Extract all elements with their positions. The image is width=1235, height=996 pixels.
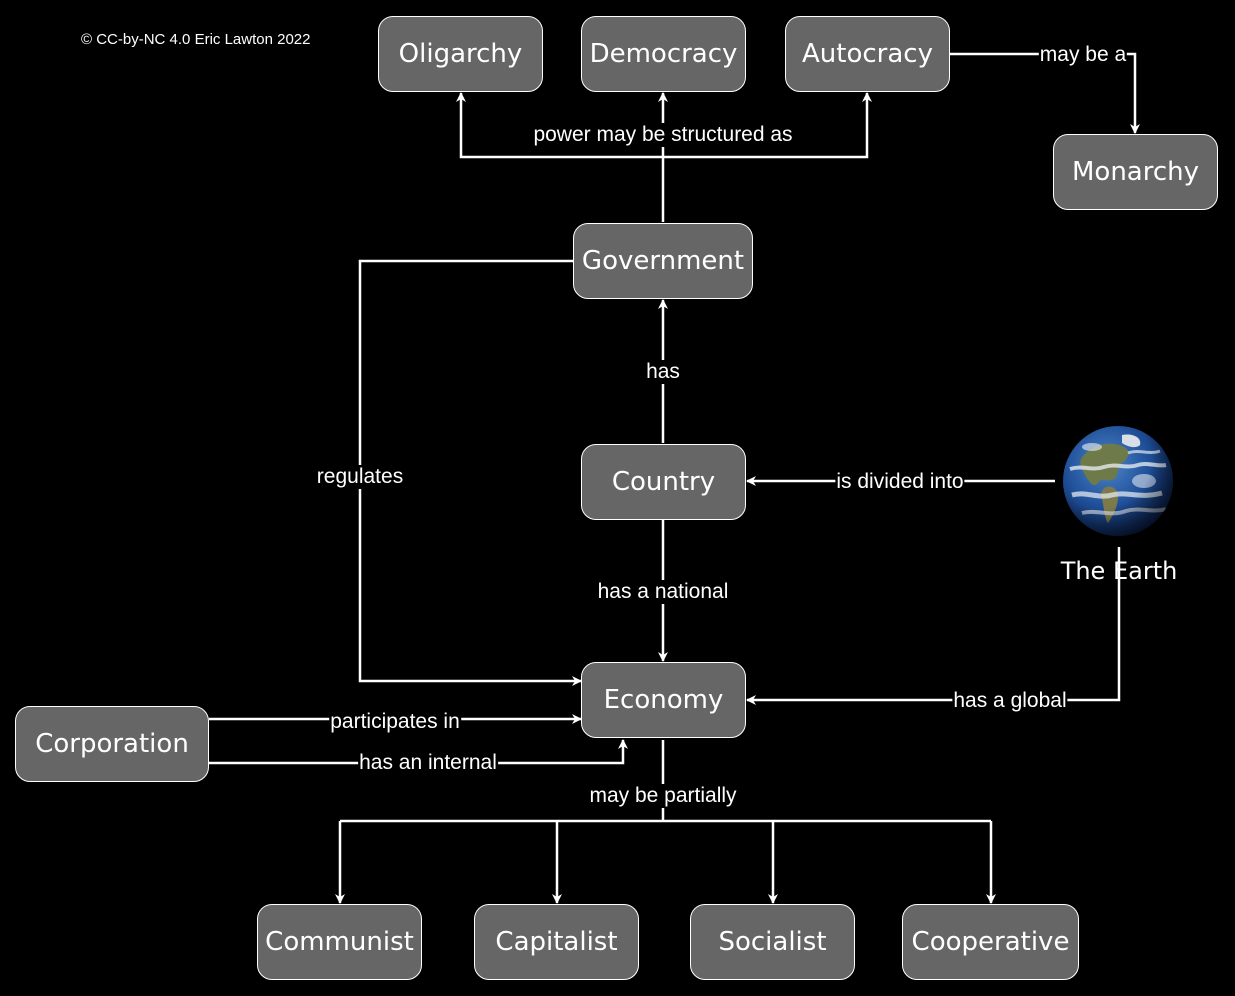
node-economy[interactable]: Economy [581, 662, 746, 738]
edge-label-may-be-partially: may be partially [588, 784, 738, 808]
edge-label-has: has [645, 360, 681, 384]
earth-label: The Earth [1060, 557, 1178, 585]
node-communist[interactable]: Communist [257, 904, 422, 980]
edge-label-may-be-a: may be a [1038, 43, 1128, 67]
node-government[interactable]: Government [573, 223, 753, 299]
node-country[interactable]: Country [581, 444, 746, 520]
edge-label-power-structured: power may be structured as [532, 123, 794, 147]
edge-label-is-divided-into: is divided into [835, 470, 965, 494]
edge-corporation-internal [209, 739, 628, 765]
node-corporation[interactable]: Corporation [15, 706, 209, 782]
node-democracy[interactable]: Democracy [581, 16, 746, 92]
node-autocracy[interactable]: Autocracy [785, 16, 950, 92]
edge-label-has-a-global: has a global [952, 689, 1068, 713]
node-oligarchy[interactable]: Oligarchy [378, 16, 543, 92]
node-cooperative[interactable]: Cooperative [902, 904, 1079, 980]
edge-label-has-an-internal: has an internal [358, 751, 498, 775]
node-socialist[interactable]: Socialist [690, 904, 855, 980]
edge-label-has-a-national: has a national [596, 580, 730, 604]
earth-icon[interactable] [1062, 425, 1174, 537]
copyright-notice: © CC-by-NC 4.0 Eric Lawton 2022 [81, 31, 311, 48]
edge-autocracy-monarchy [949, 52, 1140, 134]
node-monarchy[interactable]: Monarchy [1053, 134, 1218, 210]
edge-earth-economy [746, 547, 1121, 705]
edge-government-autocracy [663, 92, 872, 159]
edge-label-participates-in: participates in [329, 710, 461, 734]
edge-government-oligarchy [456, 92, 663, 159]
node-capitalist[interactable]: Capitalist [474, 904, 639, 980]
edge-label-regulates: regulates [315, 465, 405, 489]
